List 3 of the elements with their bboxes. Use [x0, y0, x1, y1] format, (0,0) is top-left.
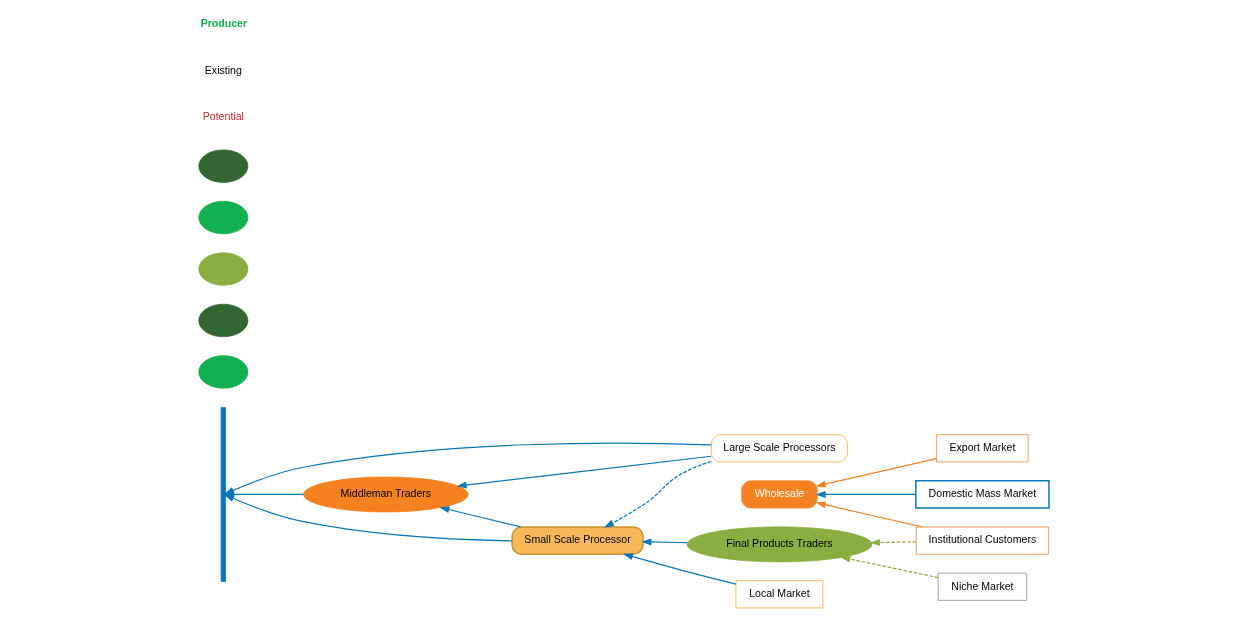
- legend-label: Existing: [204, 63, 242, 76]
- label: Producer: [200, 16, 248, 29]
- legend-label: Potential: [202, 109, 244, 122]
